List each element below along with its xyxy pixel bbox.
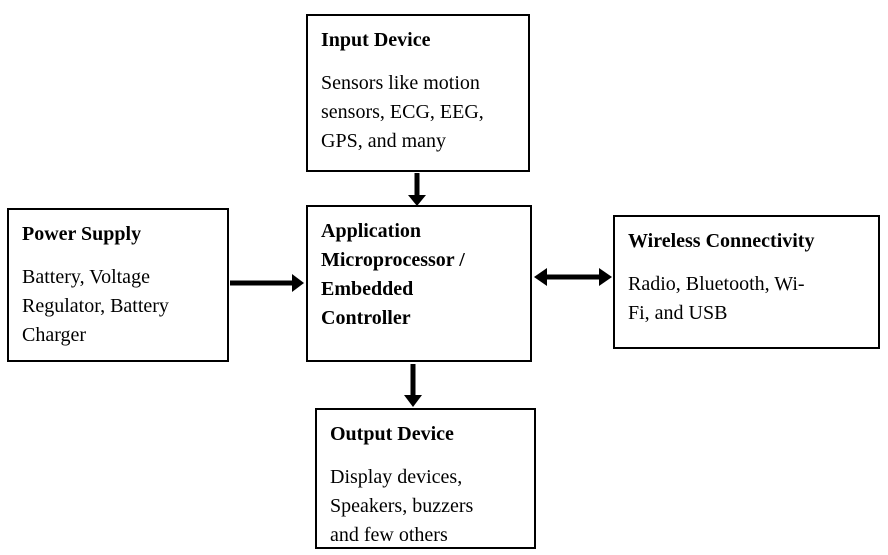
output-device-title: Output Device [330, 423, 454, 445]
arrow-processor-wireless-icon [534, 268, 612, 286]
power-supply-title: Power Supply [22, 223, 142, 245]
arrow-processor-to-output-icon [404, 364, 422, 407]
input-device-title: Input Device [321, 29, 431, 51]
power-supply-body: Battery, Voltage Regulator, Battery Char… [22, 266, 169, 346]
input-device-box: Input Device Sensors like motion sensors… [306, 14, 530, 172]
output-device-box: Output Device Display devices, Speakers,… [315, 408, 536, 549]
wireless-connectivity-box: Wireless Connectivity Radio, Bluetooth, … [613, 215, 880, 349]
processor-title: Application Microprocessor / Embedded Co… [321, 220, 465, 329]
arrow-input-to-processor-icon [408, 173, 426, 206]
wireless-connectivity-body: Radio, Bluetooth, Wi- Fi, and USB [628, 273, 805, 324]
output-device-body: Display devices, Speakers, buzzers and f… [330, 466, 474, 546]
power-supply-box: Power Supply Battery, Voltage Regulator,… [7, 208, 229, 362]
processor-box: Application Microprocessor / Embedded Co… [306, 205, 532, 362]
arrow-power-to-processor-icon [230, 274, 304, 292]
input-device-body: Sensors like motion sensors, ECG, EEG, G… [321, 72, 484, 152]
wireless-connectivity-title: Wireless Connectivity [628, 230, 815, 252]
